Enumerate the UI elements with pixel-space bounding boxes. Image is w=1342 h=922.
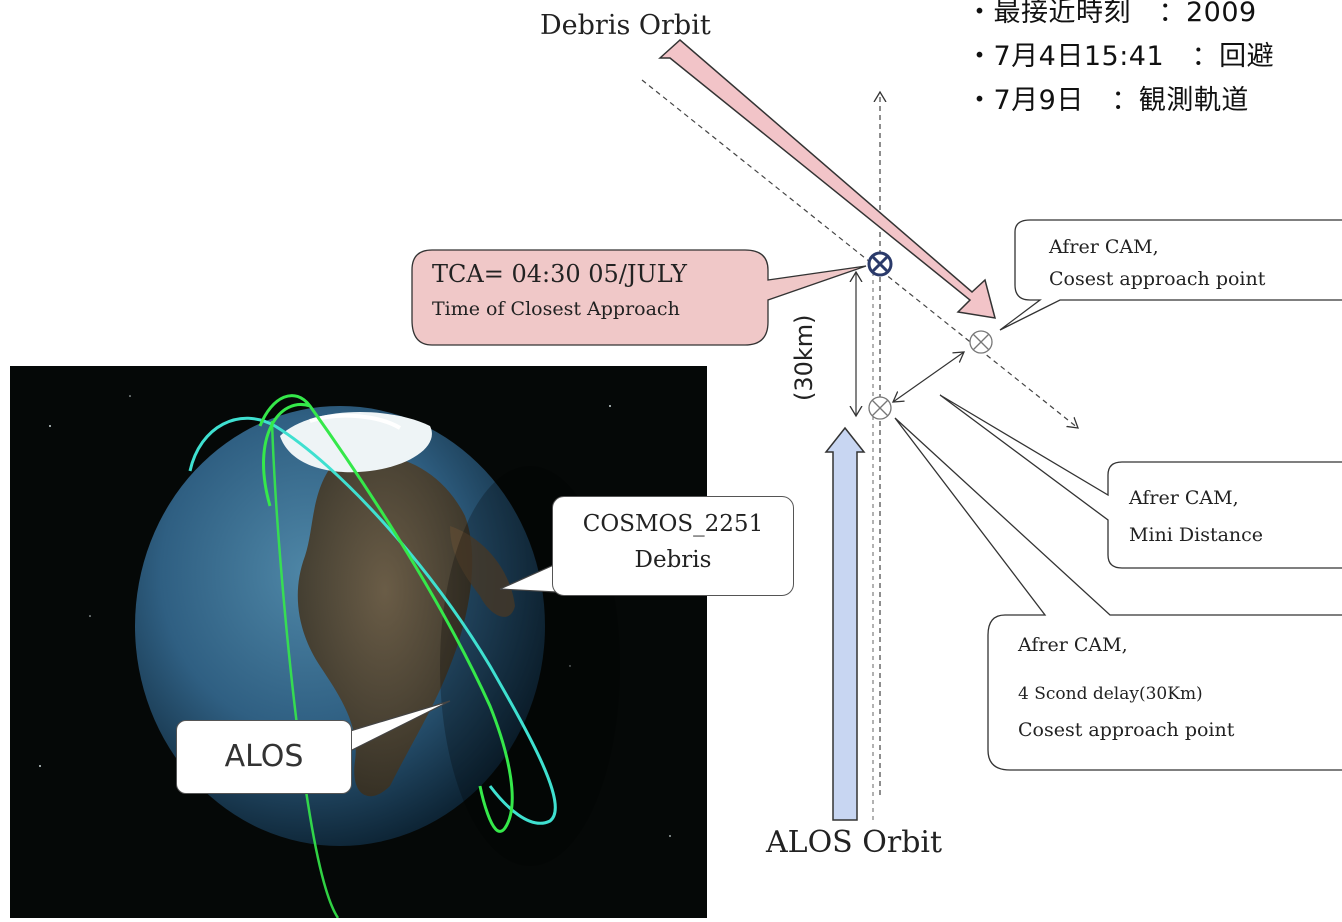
tca-callout-line1: TCA= 04:30 05/JULY — [432, 260, 687, 288]
cosmos-debris-label: Debris — [634, 547, 712, 573]
after-cam-delay-line1: Afrer CAM, — [1018, 634, 1128, 656]
after-cam-closest-line1: Afrer CAM, — [1049, 236, 1159, 258]
after-cam-delay-line2: 4 Scond delay(30Km) — [1018, 684, 1203, 704]
alos-label: ALOS — [224, 739, 304, 774]
debris-orbit-label: Debris Orbit — [540, 10, 711, 41]
tca-callout-line2: Time of Closest Approach — [432, 298, 680, 320]
debris-orbit-line — [641, 79, 1078, 428]
alos-callout: ALOS — [176, 720, 352, 794]
continent-east — [450, 526, 515, 617]
cosmos-debris-callout: COSMOS_2251 Debris — [552, 496, 794, 596]
earth-view-panel: COSMOS_2251 Debris ALOS — [10, 366, 794, 919]
note-avoidance: ・7月4日15:41 ：回避 — [966, 41, 1275, 72]
note-observation-orbit: ・7月9日 ：観測軌道 — [966, 85, 1249, 116]
after-cam-closest-callout-shape — [999, 219, 1342, 331]
after-cam-delay-line3: Cosest approach point — [1018, 719, 1235, 741]
after-cam-delay-callout-shape — [894, 417, 1342, 771]
after-cam-mini-line2: Mini Distance — [1129, 524, 1264, 546]
debris-orbit-path — [188, 416, 557, 825]
after-cam-closest-line2: Cosest approach point — [1049, 268, 1266, 290]
tca-point-icon — [867, 251, 893, 277]
alos-orbit-label: ALOS Orbit — [766, 825, 943, 860]
after-cam-point-icon — [969, 330, 993, 354]
distance-label: (30km) — [790, 314, 818, 401]
debris-direction-arrow — [658, 39, 997, 319]
cosmos-label: COSMOS_2251 — [582, 511, 764, 537]
mini-distance-arrow — [893, 352, 964, 402]
tca-callout-shape — [411, 249, 867, 346]
alos-cam-point-icon — [868, 396, 892, 420]
note-closest-time: ・最接近時刻 ：2009 — [966, 0, 1257, 28]
alos-direction-arrow — [824, 426, 866, 821]
after-cam-mini-callout-shape — [939, 394, 1342, 569]
after-cam-mini-line1: Afrer CAM, — [1129, 487, 1239, 509]
